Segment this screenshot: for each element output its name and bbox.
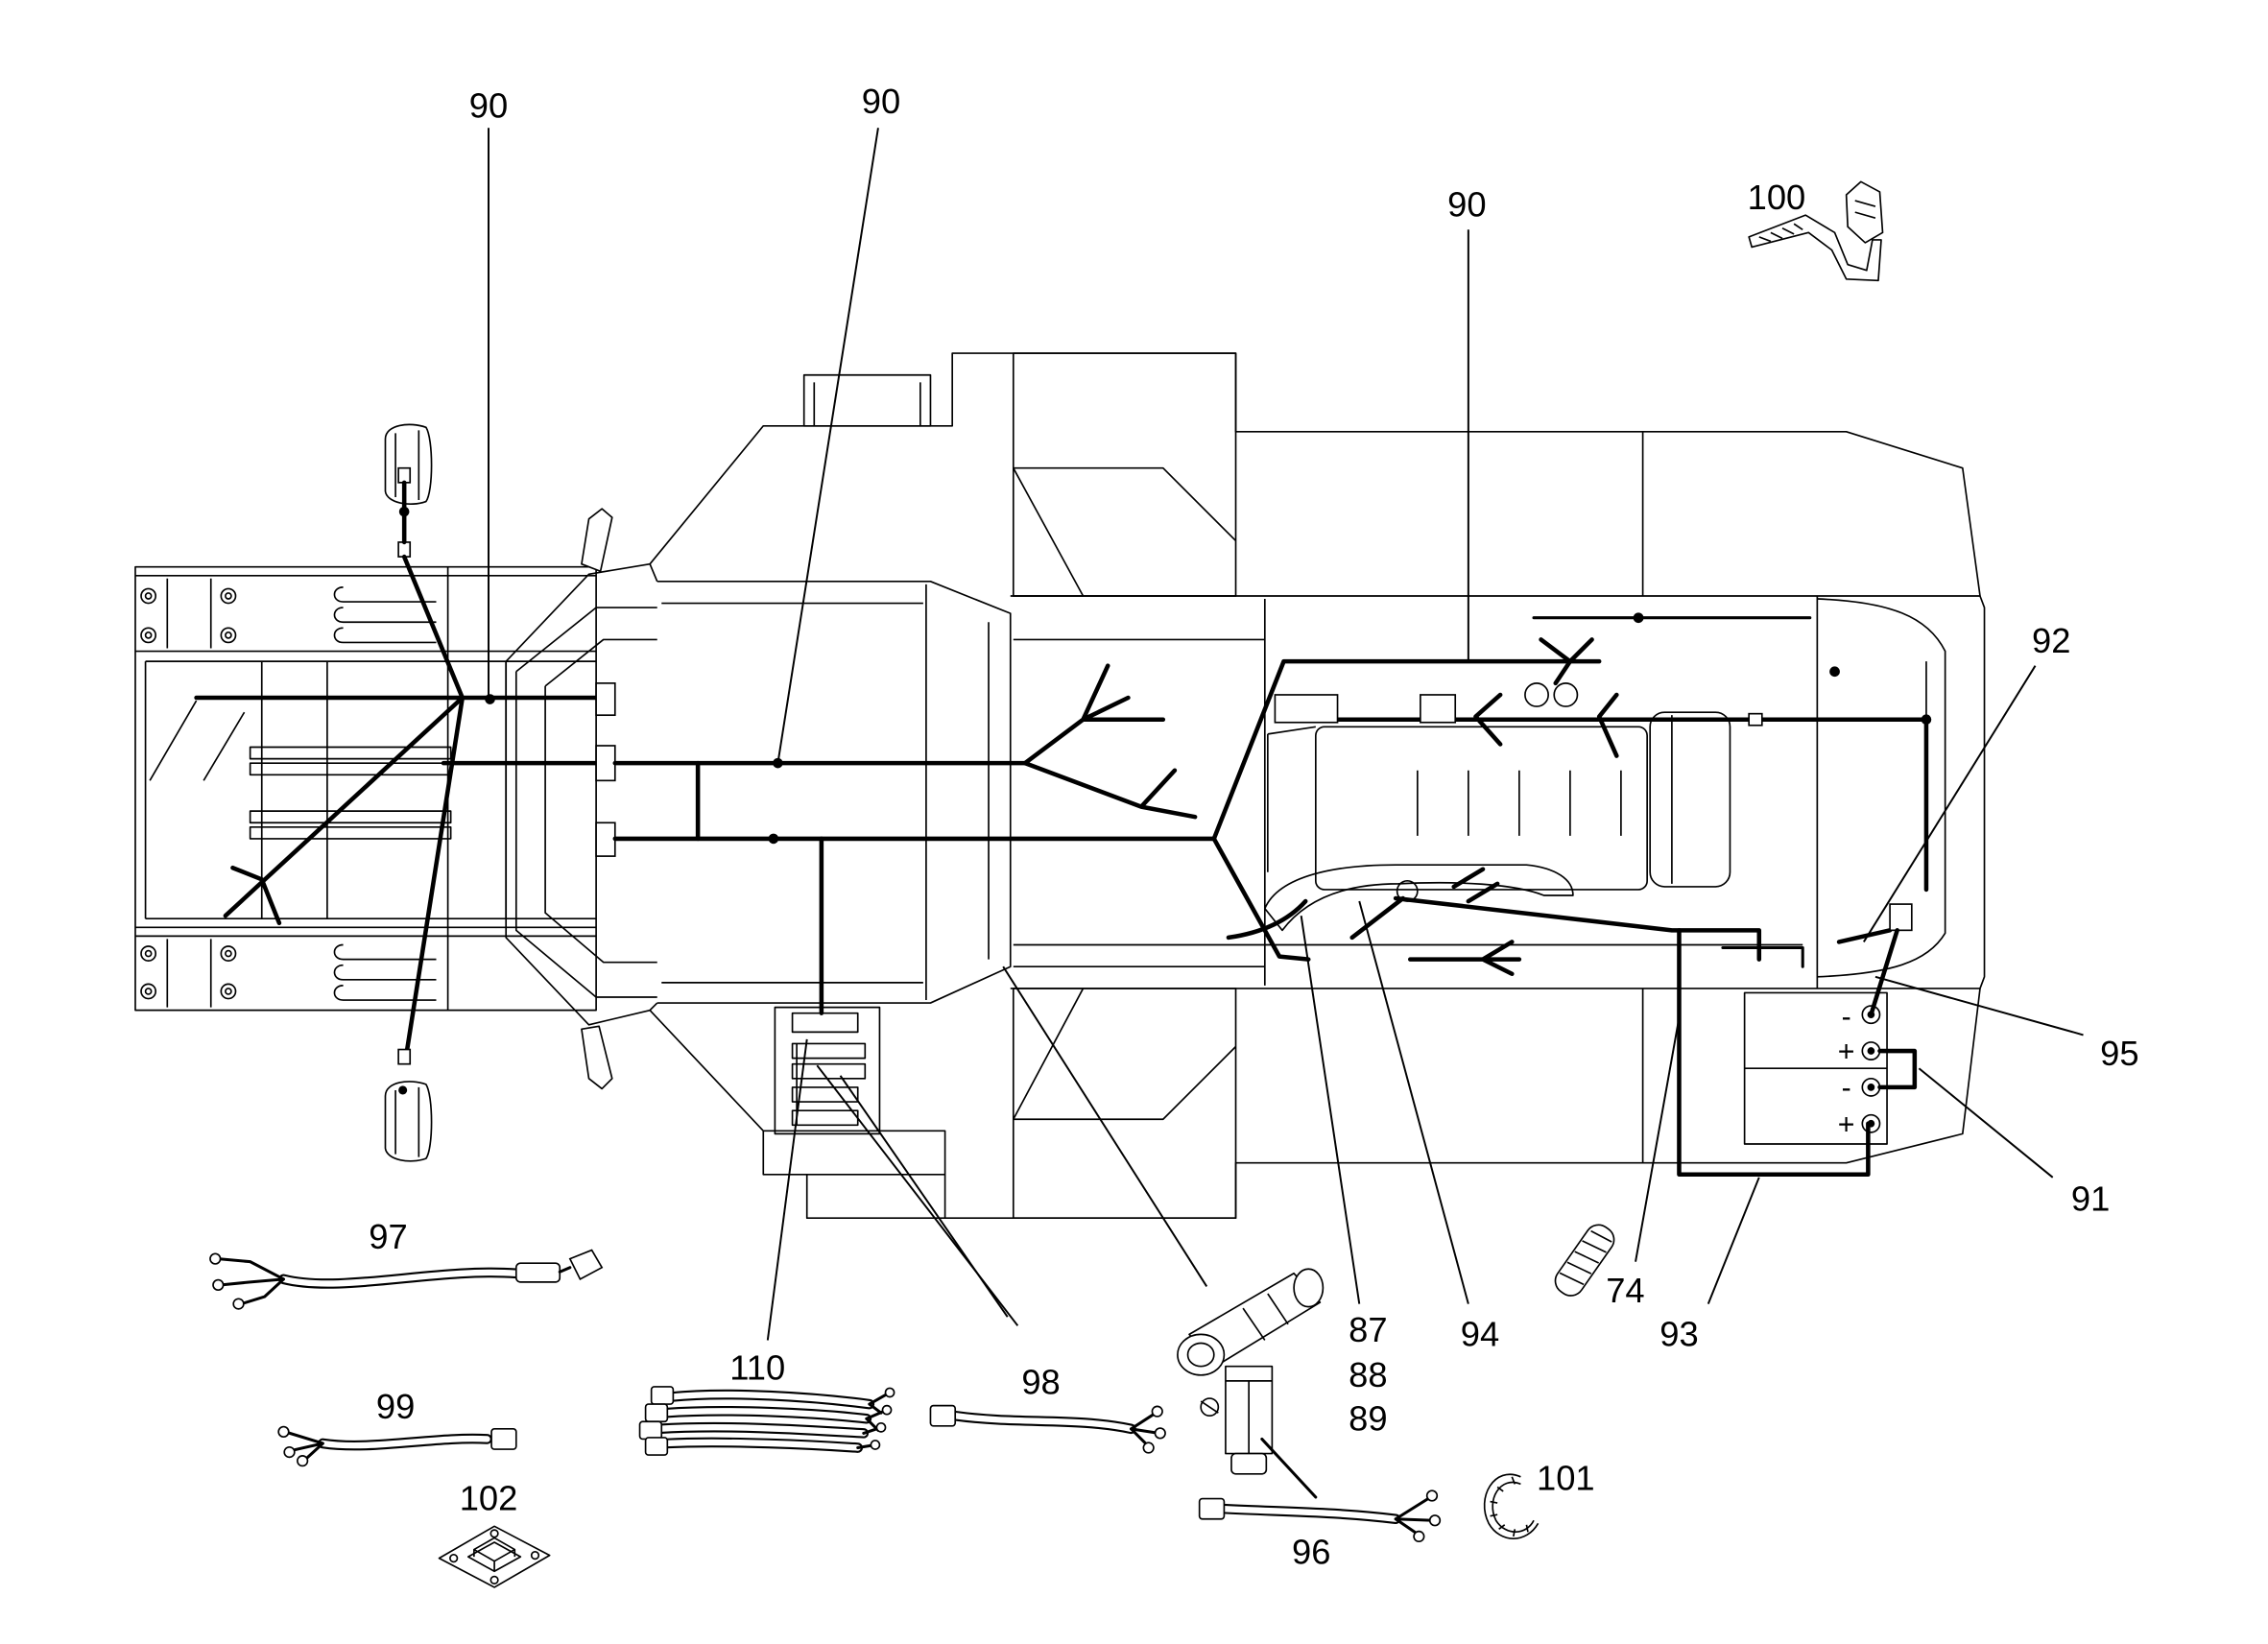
connector	[1274, 694, 1339, 724]
main-harness	[194, 466, 1932, 1178]
leader-line	[1918, 1067, 2054, 1179]
upper-footwell-box	[1012, 352, 1237, 597]
connector	[595, 822, 616, 857]
callout-95: 95	[2100, 1034, 2138, 1073]
leader-line	[776, 128, 879, 764]
exhaust-pipe	[1263, 864, 1574, 932]
wire-sleeve	[1554, 1224, 1615, 1297]
harness-97	[209, 1249, 604, 1310]
battery-terminal-label: -	[1842, 1073, 1851, 1105]
connector	[595, 682, 616, 717]
battery-terminal	[1861, 1005, 1881, 1025]
callout-94: 94	[1461, 1315, 1499, 1354]
leader-line	[1002, 965, 1208, 1287]
rear-deck	[1010, 595, 1986, 989]
callout-93: 93	[1659, 1315, 1698, 1354]
callout-89: 89	[1349, 1398, 1387, 1438]
upper-fender-block	[802, 373, 932, 427]
callout-90-center: 90	[862, 82, 900, 121]
radiator	[1649, 711, 1731, 888]
battery-jumper	[1877, 1048, 1918, 1090]
callout-101: 101	[1537, 1458, 1595, 1497]
leader-line	[1874, 975, 2084, 1036]
leader-line	[1300, 916, 1361, 1304]
handle-bottom	[581, 1025, 613, 1090]
battery-positive-cable	[1677, 928, 1871, 1178]
callout-100: 100	[1748, 178, 1806, 217]
battery-terminal	[1861, 1113, 1881, 1133]
callout-90-front: 90	[469, 86, 508, 126]
hood	[505, 562, 658, 1026]
vehicle-body	[134, 352, 1986, 1220]
leader-line	[1707, 1177, 1760, 1304]
fuse-box	[774, 1006, 881, 1135]
leader-line	[1635, 1017, 1681, 1262]
connector	[1420, 694, 1457, 724]
mount-pad	[438, 1525, 551, 1588]
connector	[1889, 903, 1913, 932]
battery	[1743, 991, 1888, 1145]
engine	[1263, 711, 1731, 932]
lower-footwell-box	[1012, 988, 1237, 1220]
callout-97: 97	[369, 1217, 407, 1256]
callout-88: 88	[1349, 1355, 1387, 1394]
leader-line	[766, 1038, 808, 1341]
connector	[595, 745, 616, 782]
leader-line	[1358, 900, 1469, 1304]
battery-terminal-label: +	[1838, 1108, 1855, 1140]
leader-lines	[488, 128, 2084, 1341]
callout-98: 98	[1021, 1362, 1060, 1401]
callout-74: 74	[1606, 1271, 1644, 1310]
callout-110: 110	[729, 1347, 785, 1387]
callout-labels: 90 90 90 100 92 95 91 93 74 94 87 88 89 …	[369, 82, 2138, 1572]
lower-body-panel	[649, 988, 1981, 1220]
callout-102: 102	[460, 1479, 518, 1518]
battery-terminal-label: +	[1838, 1036, 1855, 1068]
harness-96	[1198, 1489, 1442, 1543]
leader-line	[839, 1075, 1009, 1318]
headlight-top	[384, 423, 433, 505]
center-tunnel	[657, 581, 1012, 1004]
callout-99: 99	[376, 1387, 415, 1426]
headlight-bottom	[384, 1081, 433, 1162]
battery-terminal-label: -	[1842, 1001, 1851, 1033]
callout-87: 87	[1349, 1310, 1387, 1349]
connector	[1748, 712, 1763, 727]
relay-assembly	[1177, 1268, 1325, 1499]
front-rack	[134, 565, 597, 1012]
battery-negative-cable	[1869, 928, 1899, 1017]
harness-98	[929, 1404, 1166, 1454]
ring-clamp	[1483, 1473, 1540, 1539]
handle-top	[581, 508, 613, 573]
upper-body-panel	[649, 352, 1981, 597]
connector	[397, 1048, 412, 1065]
harness-110	[638, 1386, 895, 1456]
strap-bracket	[1748, 180, 1884, 282]
callout-96: 96	[1292, 1533, 1330, 1572]
harness-99	[277, 1425, 517, 1467]
callout-92: 92	[2032, 621, 2070, 660]
callout-90-rear: 90	[1447, 185, 1486, 225]
leader-line	[1862, 665, 2037, 942]
callout-91: 91	[2071, 1179, 2110, 1219]
